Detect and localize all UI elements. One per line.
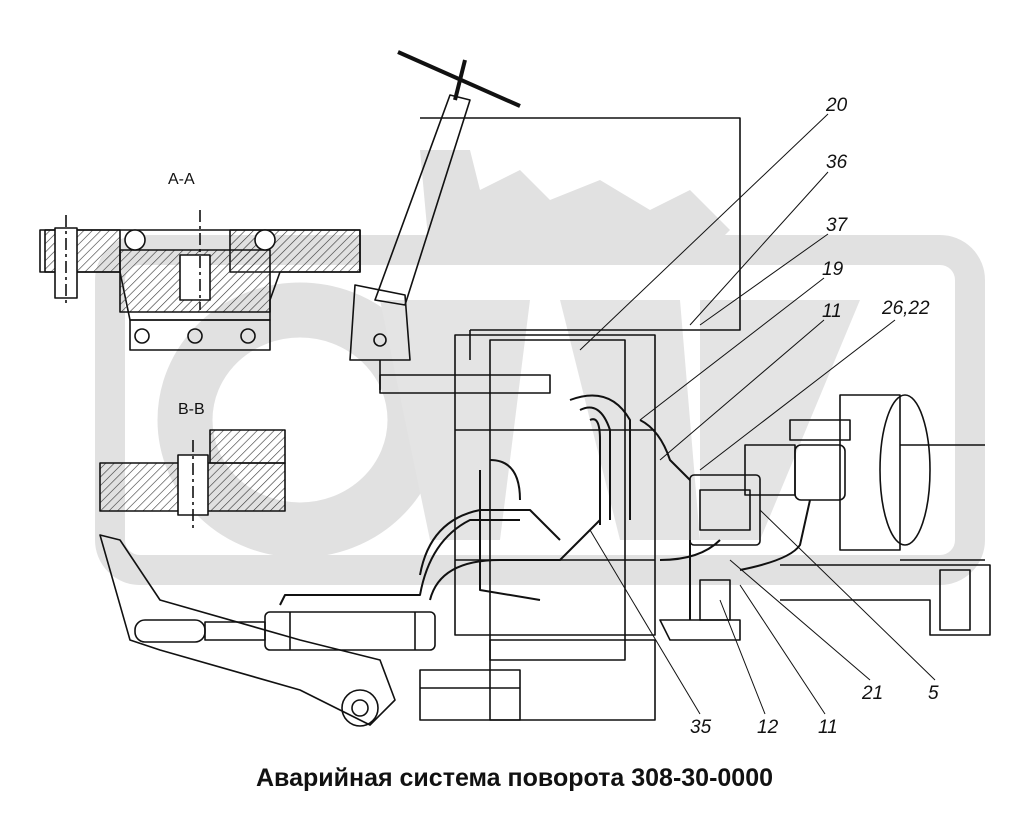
steering-system-drawing bbox=[39, 50, 991, 727]
section-aa-drawing bbox=[39, 210, 361, 351]
callout-20: 20 bbox=[826, 95, 848, 116]
callout-26-22: 26,22 bbox=[882, 298, 930, 319]
right-housing bbox=[780, 394, 991, 636]
section-label-bb: B-B bbox=[178, 401, 205, 418]
section-label-aa: A-A bbox=[168, 171, 195, 188]
callout-36: 36 bbox=[826, 152, 848, 173]
callout-35: 35 bbox=[690, 717, 712, 738]
callout-5: 5 bbox=[928, 683, 939, 704]
callout-12: 12 bbox=[757, 717, 779, 738]
callout-11-bottom: 11 bbox=[818, 717, 838, 738]
section-bb-drawing bbox=[99, 429, 286, 530]
steering-cylinder bbox=[99, 534, 521, 727]
leader-lines bbox=[579, 113, 936, 715]
hydraulic-hoses bbox=[279, 394, 811, 620]
diagram-caption: Аварийная система поворота 308-30-0000 bbox=[255, 764, 774, 792]
callout-11-top: 11 bbox=[822, 301, 842, 322]
callout-21: 21 bbox=[862, 683, 884, 704]
callout-19: 19 bbox=[822, 259, 844, 280]
callout-37: 37 bbox=[826, 215, 848, 236]
